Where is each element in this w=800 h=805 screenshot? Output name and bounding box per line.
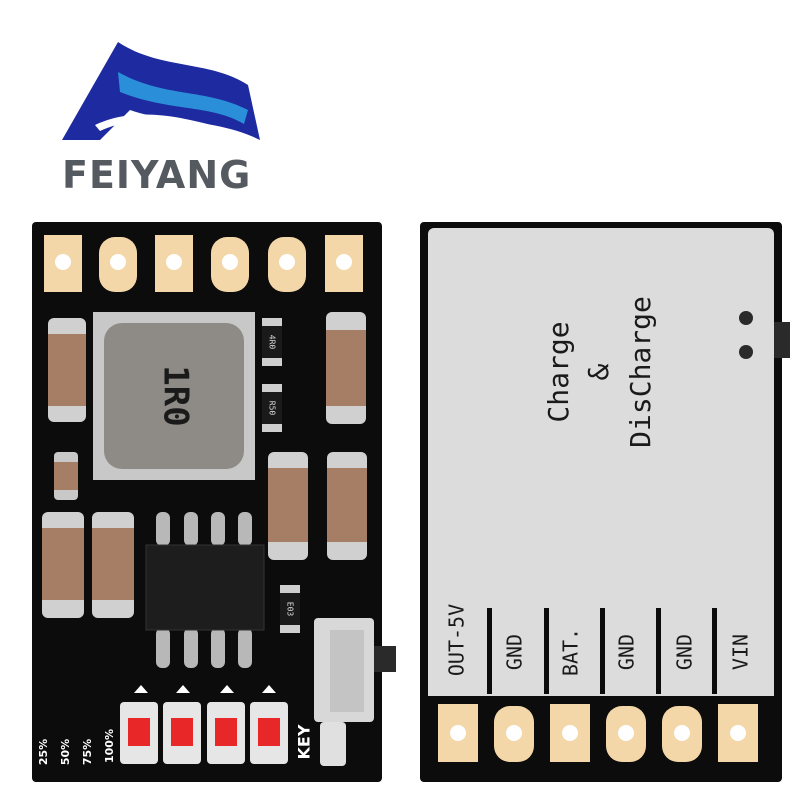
front-board: 1R0 4R0 R50 E03 — [32, 222, 396, 782]
pin-label: VIN — [729, 634, 753, 670]
pad-hole — [166, 254, 182, 270]
inductor-body — [104, 323, 244, 469]
ic-pin — [238, 628, 252, 668]
pin-labels: OUT-5V GND BAT. GND GND VIN — [445, 604, 753, 676]
led-label: 100% — [103, 729, 116, 763]
led-chip — [215, 718, 237, 746]
pad-hole — [55, 254, 71, 270]
capacitor-body — [48, 334, 86, 406]
pin-label: OUT-5V — [445, 604, 469, 676]
front-top-pads — [44, 235, 363, 292]
led-arrow-icon — [220, 685, 234, 693]
pad-hole — [279, 254, 295, 270]
resistor-body — [262, 326, 282, 358]
pad-hole — [730, 725, 746, 741]
pin-label: GND — [615, 634, 639, 670]
inductor: 1R0 — [93, 312, 255, 480]
title-ampersand: & — [582, 363, 615, 380]
led-chip — [128, 718, 150, 746]
resistor-body — [262, 392, 282, 424]
pad-hole — [562, 725, 578, 741]
capacitor-body — [327, 468, 367, 542]
pin-label: BAT. — [559, 628, 583, 676]
leds — [120, 685, 288, 764]
pin-label: GND — [503, 634, 527, 670]
led-label: 75% — [81, 739, 94, 765]
ic-pin — [156, 628, 170, 668]
pad-hole — [336, 254, 352, 270]
logo-white-swoosh — [95, 114, 254, 141]
pin-label: GND — [673, 634, 697, 670]
led-arrow-icon — [134, 685, 148, 693]
led-label: 25% — [37, 739, 50, 765]
led-label: 50% — [59, 739, 72, 765]
pad-hole — [506, 725, 522, 741]
ic-pin — [184, 628, 198, 668]
divider — [487, 608, 492, 694]
back-switch-knob — [774, 322, 790, 358]
via-hole — [739, 345, 753, 359]
inductor-marking: 1R0 — [156, 365, 196, 426]
ic-pin — [184, 512, 198, 546]
back-board: Charge & DisCharge OUT-5V GND BAT. GND G… — [420, 222, 790, 782]
pad-hole — [110, 254, 126, 270]
ic-chip — [145, 512, 265, 668]
pad-hole — [222, 254, 238, 270]
key-pad — [320, 722, 346, 766]
ic-body — [145, 544, 265, 631]
capacitor-small-body — [54, 462, 78, 490]
resistor-marking: R50 — [268, 401, 277, 416]
divider — [712, 608, 717, 694]
divider — [656, 608, 661, 694]
back-silkscreen — [428, 228, 774, 608]
led-arrow-icon — [176, 685, 190, 693]
brand-name: FEIYANG — [62, 153, 252, 197]
pad-hole — [450, 725, 466, 741]
pin-dividers — [487, 608, 717, 694]
via-hole — [739, 311, 753, 325]
ic-pin — [211, 512, 225, 546]
capacitor-body — [92, 528, 134, 600]
pad-hole — [674, 725, 690, 741]
ic-pin — [238, 512, 252, 546]
capacitor-body — [42, 528, 84, 600]
resistor-marking: 4R0 — [268, 335, 277, 350]
logo-light-wave — [118, 72, 248, 124]
title-discharge: DisCharge — [624, 296, 657, 448]
ic-pin — [156, 512, 170, 546]
resistor-body — [280, 593, 300, 625]
capacitor-body — [326, 330, 366, 406]
switch-knob — [374, 646, 396, 672]
brand-logo-icon — [62, 42, 260, 141]
back-title: Charge & DisCharge — [542, 296, 657, 448]
capacitor-body — [268, 468, 308, 542]
resistor-marking: E03 — [286, 602, 295, 617]
led-chip — [171, 718, 193, 746]
pad-hole — [618, 725, 634, 741]
back-bottom-pads — [438, 704, 758, 762]
slide-switch — [314, 618, 396, 722]
divider — [600, 608, 605, 694]
switch-inner — [330, 630, 364, 712]
resistors: 4R0 R50 E03 — [262, 318, 300, 633]
key-label: KEY — [295, 724, 314, 759]
led-arrow-icon — [262, 685, 276, 693]
title-charge: Charge — [542, 321, 575, 422]
divider — [544, 608, 549, 694]
ic-pin — [211, 628, 225, 668]
capacitors — [42, 312, 367, 618]
led-percent-labels: 25% 50% 75% 100% — [37, 729, 116, 765]
led-chip — [258, 718, 280, 746]
